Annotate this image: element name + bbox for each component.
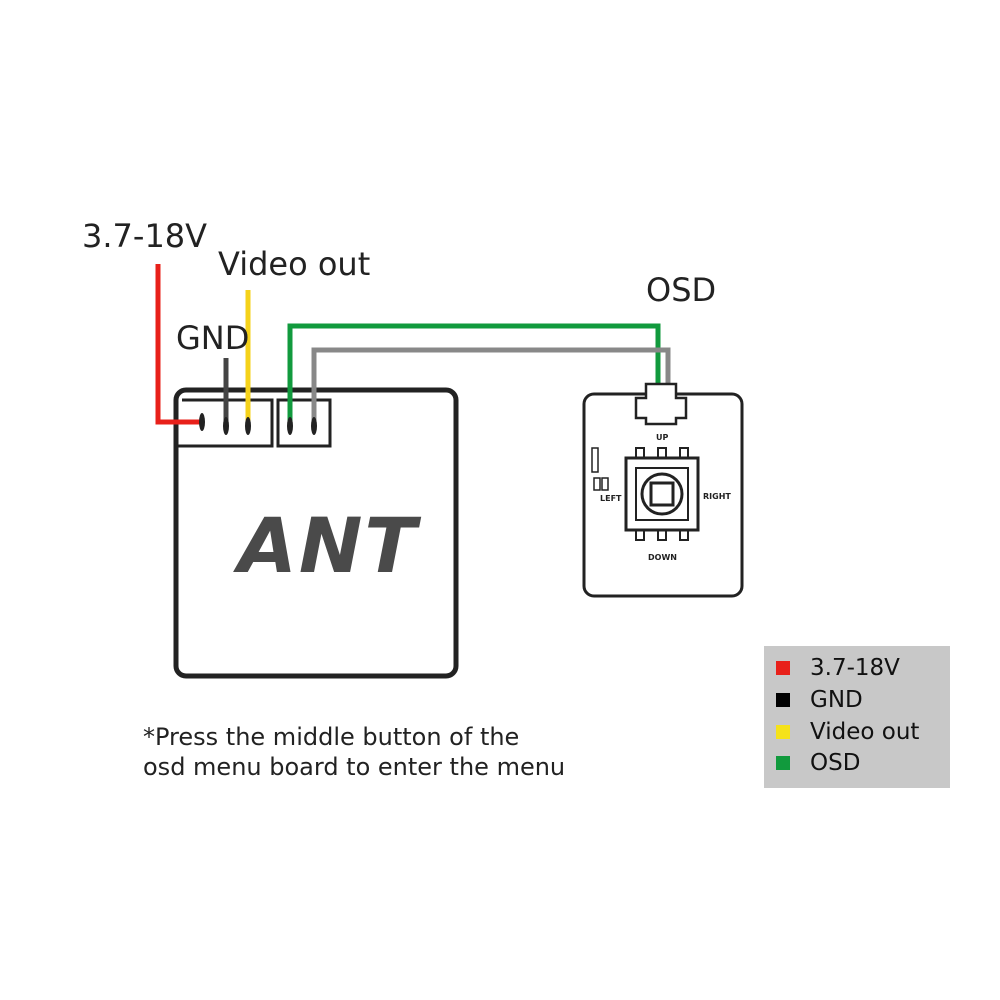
power-wire <box>155 264 200 425</box>
instruction-note: *Press the middle button of the osd menu… <box>143 722 565 782</box>
osd-wire-green <box>287 323 661 426</box>
osd-down-label: DOWN <box>648 553 677 562</box>
video-out-label: Video out <box>218 245 371 283</box>
legend-label: GND <box>810 687 863 713</box>
legend-swatch <box>776 693 790 707</box>
ant-logo: ANT <box>238 501 419 590</box>
osd-label: OSD <box>646 271 717 309</box>
osd-right-label: RIGHT <box>703 492 731 501</box>
legend-item-gnd: GND <box>776 686 863 714</box>
legend-label: 3.7-18V <box>810 655 900 681</box>
osd-left-label: LEFT <box>600 494 622 503</box>
power-label: 3.7-18V <box>82 217 208 255</box>
connector-pins <box>199 413 317 435</box>
legend-swatch <box>776 661 790 675</box>
legend: 3.7-18V GND Video out OSD <box>764 646 950 788</box>
legend-item-osd: OSD <box>776 749 860 777</box>
gnd-label: GND <box>176 319 250 357</box>
legend-item-video: Video out <box>776 718 919 746</box>
joystick-switch <box>624 447 700 541</box>
board-components <box>591 447 609 491</box>
osd-connector <box>276 398 332 448</box>
note-line-1: *Press the middle button of the <box>143 723 520 751</box>
legend-label: OSD <box>810 750 861 776</box>
legend-swatch <box>776 756 790 770</box>
osd-wire-gray <box>311 347 671 426</box>
legend-label: Video out <box>810 719 920 745</box>
legend-item-power: 3.7-18V <box>776 654 900 682</box>
note-line-2: osd menu board to enter the menu <box>143 753 566 781</box>
legend-swatch <box>776 725 790 739</box>
osd-plug <box>634 382 688 426</box>
osd-up-label: UP <box>656 433 669 442</box>
